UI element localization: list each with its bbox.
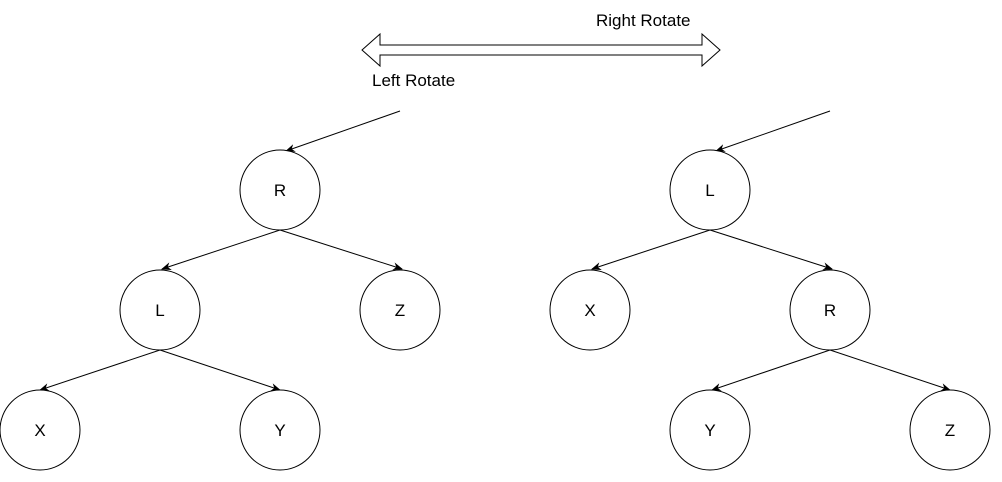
node-label: X [584,301,595,320]
edge-left-rightchild [159,349,281,391]
node-label: R [824,301,836,320]
right-rotate-label: Right Rotate [596,11,691,30]
node-label: X [34,421,45,440]
tree-node-root: R [239,149,321,231]
node-label: Y [274,421,285,440]
tree-node-right-right: Z [909,389,991,471]
rotation-indicator: Right Rotate Left Rotate [361,11,721,90]
edge-root-right [709,229,833,271]
tree-node-left: L [119,269,201,351]
left-tree: R L Z X Y [0,110,441,471]
node-label: Z [395,301,405,320]
left-rotate-label: Left Rotate [372,71,455,90]
double-arrow-icon [361,32,721,68]
tree-node-right: R [789,269,871,351]
node-label: Z [945,421,955,440]
tree-node-left-left: X [0,389,81,471]
tree-node-right: Z [359,269,441,351]
parent-pointer-edge [715,110,831,152]
parent-pointer-edge [285,110,401,152]
node-label: L [705,181,714,200]
edge-left-leftchild [39,349,161,391]
edge-root-left [591,229,711,270]
tree-node-right-left: Y [669,389,751,471]
tree-node-left-right: Y [239,389,321,471]
edge-right-rightchild [829,349,951,391]
node-label: L [155,301,164,320]
right-tree: L X R Y Z [549,110,991,471]
tree-node-root: L [669,149,751,231]
node-label: Y [704,421,715,440]
edge-right-leftchild [711,349,831,391]
edge-root-left [161,229,281,270]
node-label: R [274,181,286,200]
tree-node-left: X [549,269,631,351]
edge-root-right [279,229,403,271]
